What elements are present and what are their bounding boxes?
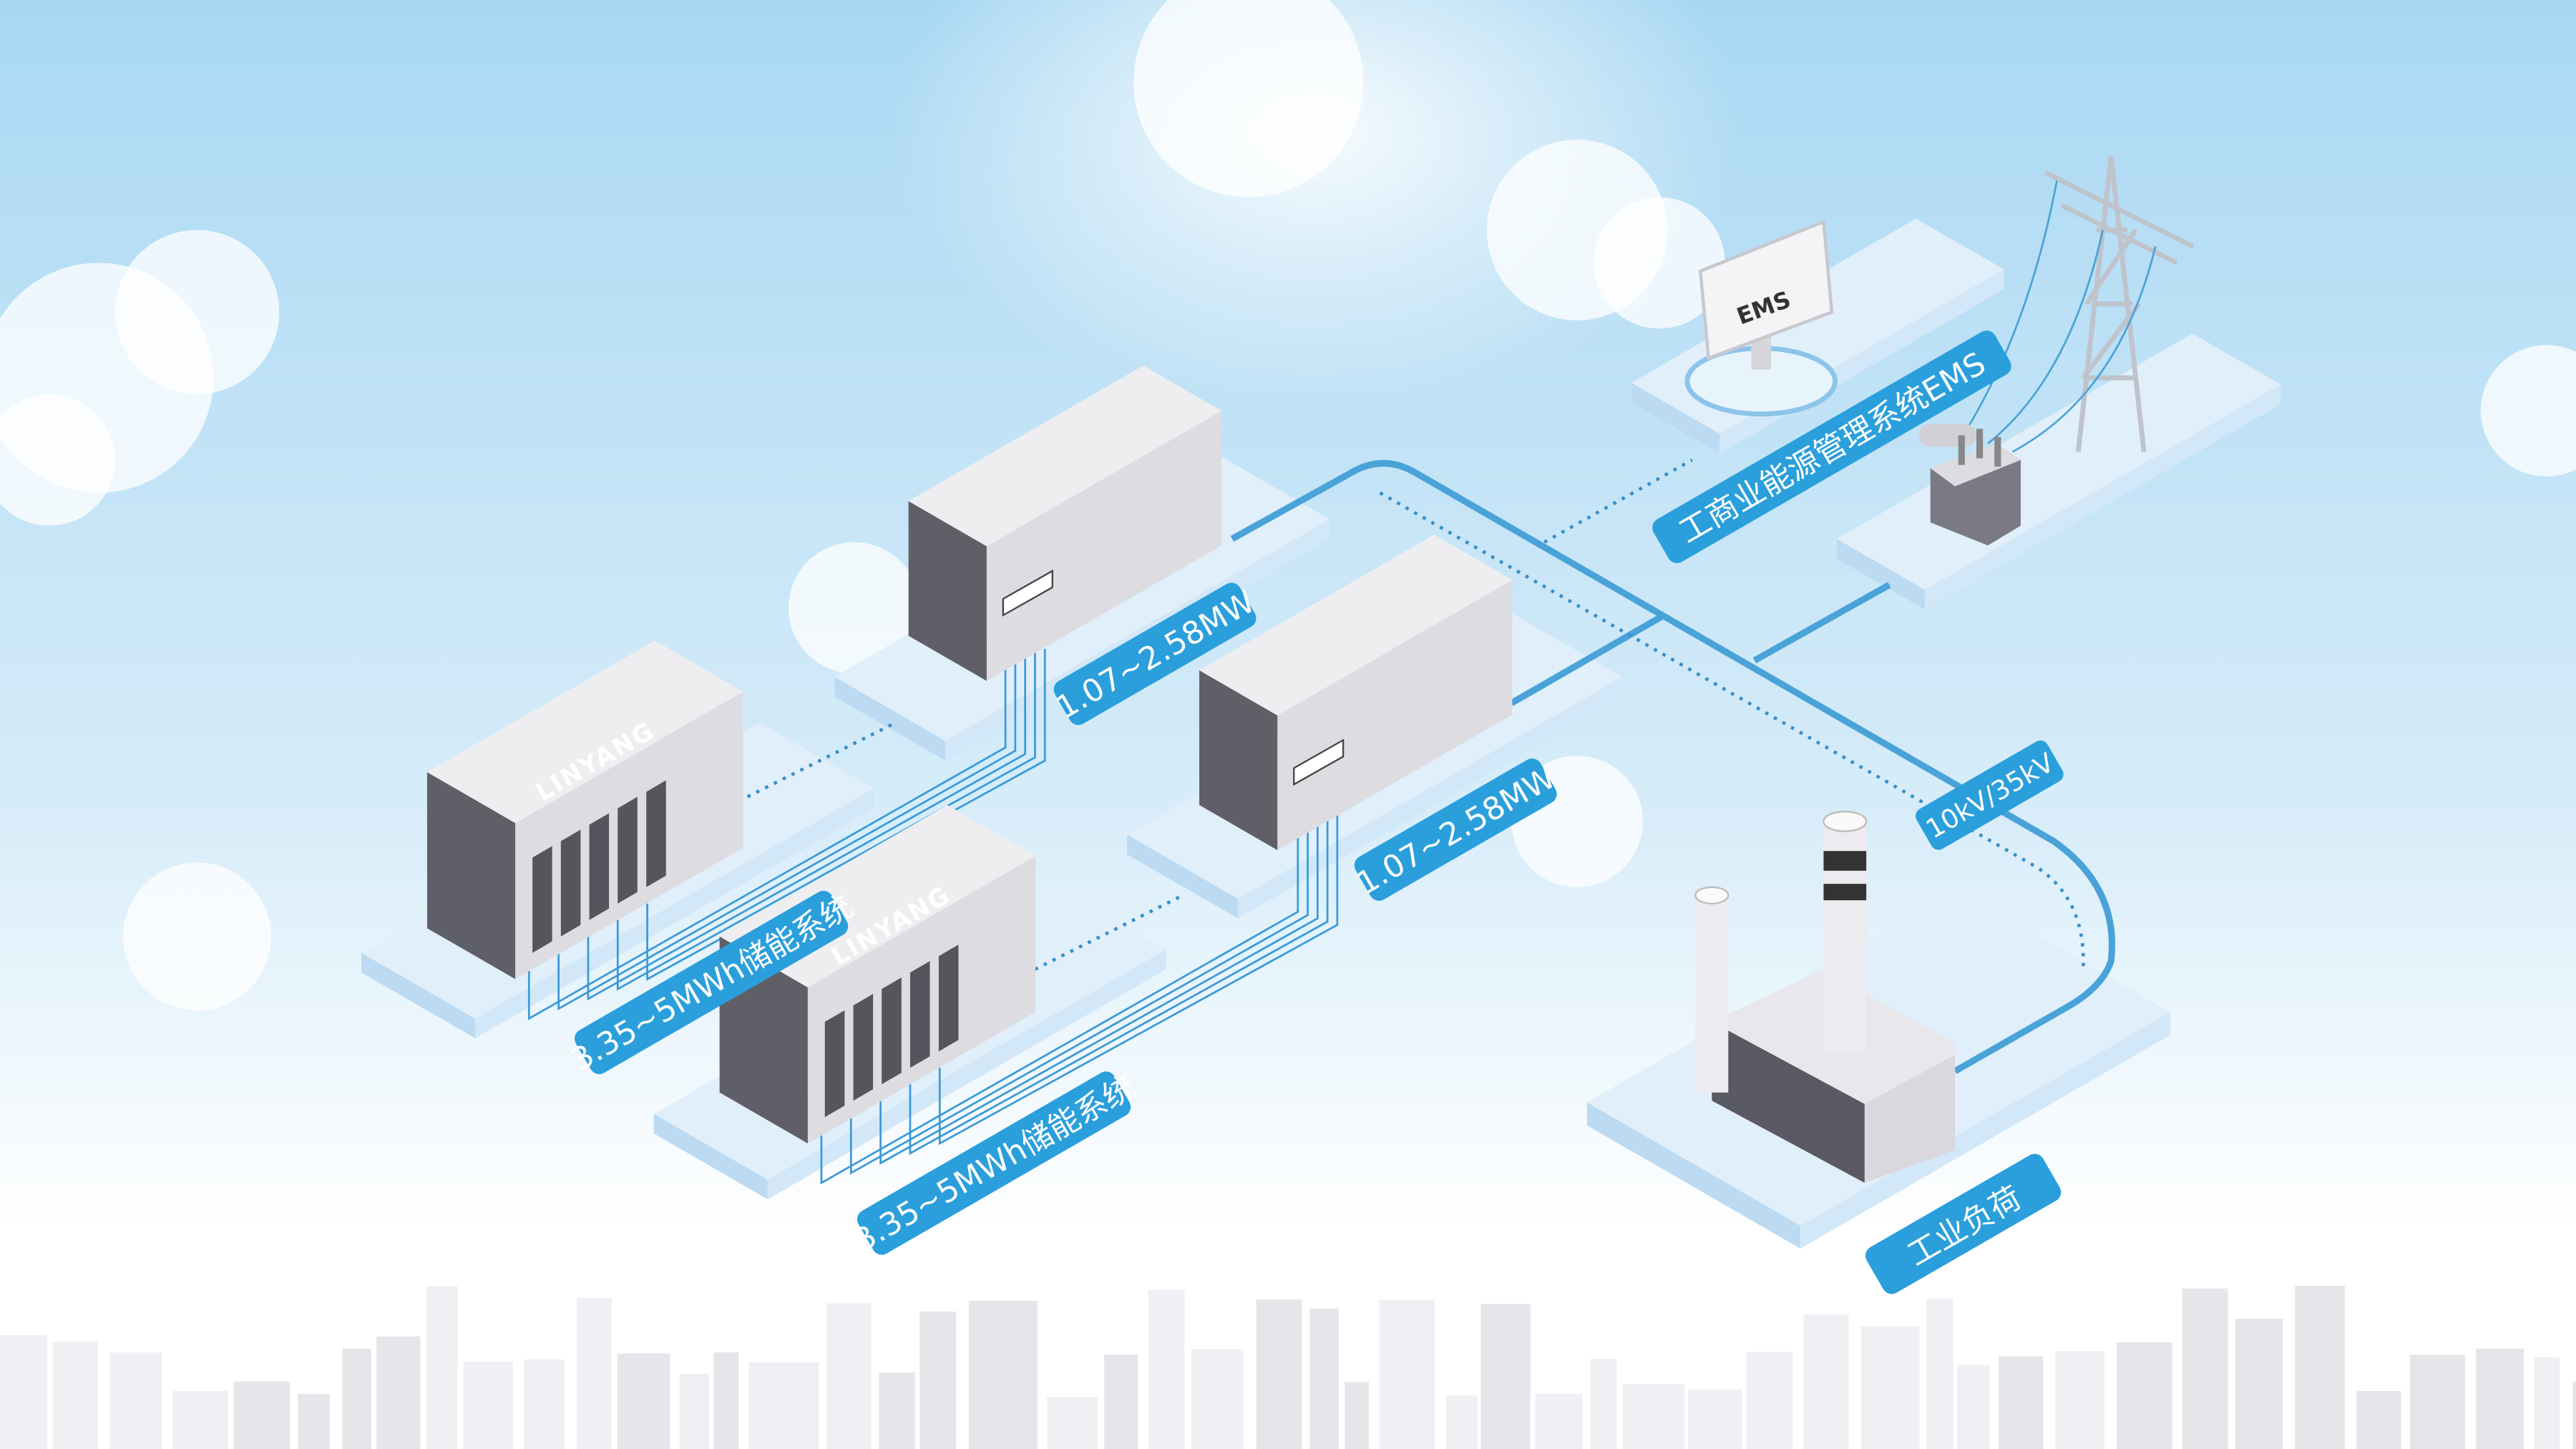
battery-rack-door xyxy=(882,977,902,1085)
connection-lines xyxy=(746,458,2116,1074)
skyline-building xyxy=(1104,1354,1138,1449)
dc-cable xyxy=(587,648,1027,1001)
dc-cable xyxy=(909,813,1329,1156)
skyline-building xyxy=(2534,1357,2560,1449)
skyline-building xyxy=(342,1348,372,1449)
skyline-building xyxy=(109,1352,162,1449)
skyline-building xyxy=(1861,1326,1920,1449)
skyline-building xyxy=(879,1372,915,1449)
cloud xyxy=(2480,345,2576,477)
sun-glow xyxy=(887,0,1742,411)
comm-line xyxy=(1379,491,2085,970)
dc-cable xyxy=(938,813,1339,1146)
pcs2-power-line xyxy=(1509,613,1664,706)
transformer-icon xyxy=(1918,424,2021,546)
battery-rack-door xyxy=(938,945,959,1052)
skyline-building xyxy=(1345,1382,1370,1449)
dc-cable xyxy=(849,813,1309,1175)
skyline-building xyxy=(524,1359,565,1449)
battery-rack-door xyxy=(589,813,610,920)
skyline-building xyxy=(2055,1351,2105,1449)
skyline-building xyxy=(1480,1304,1531,1449)
pcs-1-cabinet xyxy=(908,365,1222,681)
skyline-building xyxy=(426,1286,458,1449)
battery-rack-door xyxy=(909,961,930,1068)
dc-cable xyxy=(527,648,1007,1020)
skyline-building xyxy=(1957,1365,1990,1449)
cloud xyxy=(123,862,271,1010)
skyline-building xyxy=(968,1300,1038,1449)
skyline-building xyxy=(2235,1319,2283,1449)
skyline-building xyxy=(1191,1349,1244,1449)
dc-cables xyxy=(527,648,1339,1185)
dc-cable xyxy=(557,648,1017,1011)
skyline-building xyxy=(233,1381,291,1449)
skyline-building xyxy=(1379,1299,1435,1449)
skyline-building xyxy=(1148,1289,1185,1449)
factory-icon xyxy=(1694,811,1956,1184)
skyline-building xyxy=(1309,1308,1340,1449)
battery-rack-door xyxy=(618,796,638,904)
battery-rack-door xyxy=(532,846,552,953)
skyline-building xyxy=(1746,1352,1793,1449)
cloud xyxy=(114,230,280,395)
skyline-building xyxy=(298,1394,330,1449)
main-power-line xyxy=(1230,459,2116,1074)
skyline-building xyxy=(617,1353,670,1449)
cloud xyxy=(1133,0,1364,197)
battery-rack-door xyxy=(560,829,581,937)
skyline-building xyxy=(2572,1382,2576,1449)
skyline-building xyxy=(1623,1384,1685,1449)
skyline-building xyxy=(52,1341,98,1449)
transmission-tower-icon xyxy=(1962,155,2195,453)
skyline-building xyxy=(1590,1358,1617,1449)
pcs-2-cabinet xyxy=(1199,535,1513,851)
skyline-building xyxy=(1535,1393,1583,1449)
transformer-power-line xyxy=(1752,582,1891,663)
skyline-building xyxy=(1999,1356,2044,1449)
skyline-building xyxy=(1047,1397,1098,1449)
dc-cable xyxy=(820,813,1299,1185)
clouds xyxy=(0,0,2576,1010)
skyline-building xyxy=(0,1335,47,1449)
skyline-building xyxy=(2356,1390,2401,1449)
skyline-building xyxy=(577,1298,612,1449)
skyline-building xyxy=(2182,1288,2228,1449)
skyline-building xyxy=(713,1352,739,1449)
pcs-display xyxy=(1002,569,1053,617)
skyline-building xyxy=(748,1362,819,1449)
skyline-building xyxy=(1803,1314,1849,1449)
pcs-display xyxy=(1293,738,1345,786)
battery-rack-door xyxy=(853,994,874,1101)
skyline-building xyxy=(919,1311,956,1449)
dc-cable xyxy=(616,648,1036,991)
battery-rack-door xyxy=(646,780,666,887)
cloud xyxy=(0,394,115,526)
skyline-building xyxy=(2476,1348,2524,1449)
cloud xyxy=(789,542,920,674)
skyline-building xyxy=(2409,1355,2465,1449)
dc-cable xyxy=(879,813,1319,1165)
skyline-building xyxy=(1445,1395,1478,1449)
skyline-building xyxy=(2295,1286,2346,1449)
city-skyline xyxy=(0,1286,2576,1449)
skyline-building xyxy=(679,1374,710,1449)
ems-comm-line xyxy=(1543,458,1693,544)
devices xyxy=(426,365,1513,1143)
battery-rack-door xyxy=(824,1010,845,1118)
skyline-building xyxy=(1256,1299,1302,1449)
skyline-building xyxy=(1926,1298,1953,1449)
cloud xyxy=(1594,197,1725,329)
ems-monitor[interactable]: EMS xyxy=(1684,219,1838,417)
skyline-building xyxy=(1688,1390,1742,1449)
skyline-building xyxy=(826,1303,872,1449)
skyline-building xyxy=(463,1362,514,1449)
skyline-building xyxy=(2117,1342,2172,1449)
skyline-building xyxy=(172,1390,228,1449)
skyline-building xyxy=(376,1336,421,1449)
